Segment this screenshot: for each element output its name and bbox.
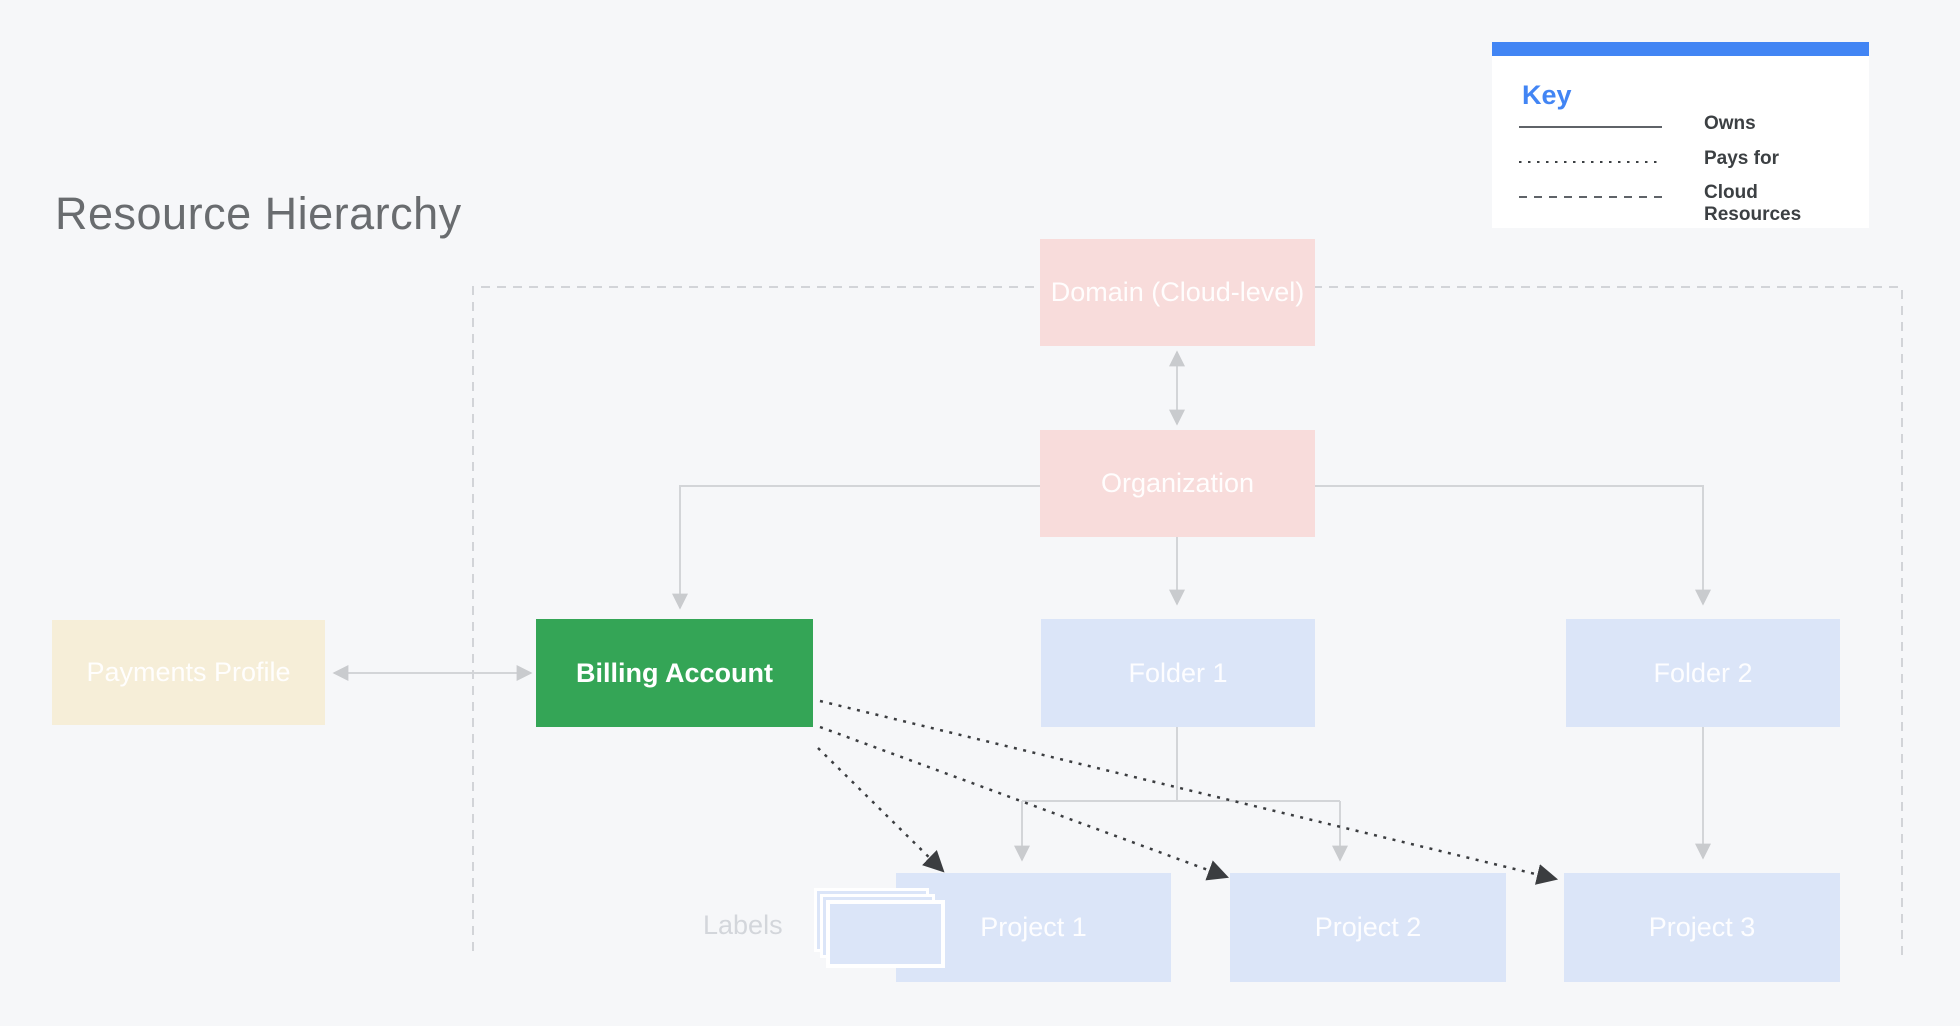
node-project-3-label: Project 3 (1648, 912, 1756, 942)
key-owns-line-sample (1519, 126, 1662, 128)
node-domain-label: Domain (Cloud-level) (1050, 277, 1305, 307)
page-title: Resource Hierarchy (55, 188, 462, 239)
labels-stack-icon (814, 888, 946, 970)
connector-organization-billing (672, 485, 1040, 610)
node-folder-1-label: Folder 1 (1128, 657, 1228, 688)
node-project-2: Project 2 (1230, 873, 1506, 982)
paysfor-billing-project3 (819, 699, 1559, 885)
key-legend-panel: Key Owns Pays for Cloud Resources (1492, 42, 1869, 228)
connector-organization-folder2 (1315, 485, 1711, 606)
key-paysfor-label: Pays for (1704, 148, 1779, 169)
node-folder-1: Folder 1 (1041, 619, 1315, 727)
label-card-front (826, 900, 945, 968)
paysfor-billing-project1 (817, 747, 945, 873)
connector-folder1-stem (1022, 727, 1340, 802)
paysfor-billing-project2 (819, 725, 1229, 881)
node-folder-2-label: Folder 2 (1653, 657, 1753, 688)
key-cloudresources-label: Cloud Resources (1704, 182, 1802, 226)
node-project-1-label: Project 1 (980, 912, 1087, 942)
node-billing-account: Billing Account (536, 619, 813, 727)
key-owns-label: Owns (1704, 113, 1756, 134)
node-payments-profile-label: Payments Profile (86, 657, 291, 687)
node-organization-label: Organization (1100, 468, 1255, 498)
node-project-3: Project 3 (1564, 873, 1840, 982)
node-payments-profile: Payments Profile (52, 620, 325, 725)
node-billing-account-label: Billing Account (576, 657, 773, 688)
key-title: Key (1522, 80, 1572, 110)
node-folder-2: Folder 2 (1566, 619, 1840, 727)
node-organization: Organization (1040, 430, 1315, 537)
labels-caption: Labels (703, 910, 783, 940)
key-accent-bar (1492, 42, 1869, 56)
key-paysfor-line-sample (1519, 161, 1662, 163)
node-domain: Domain (Cloud-level) (1040, 239, 1315, 346)
node-project-2-label: Project 2 (1314, 912, 1422, 942)
key-cloudresources-line-sample (1519, 196, 1662, 198)
